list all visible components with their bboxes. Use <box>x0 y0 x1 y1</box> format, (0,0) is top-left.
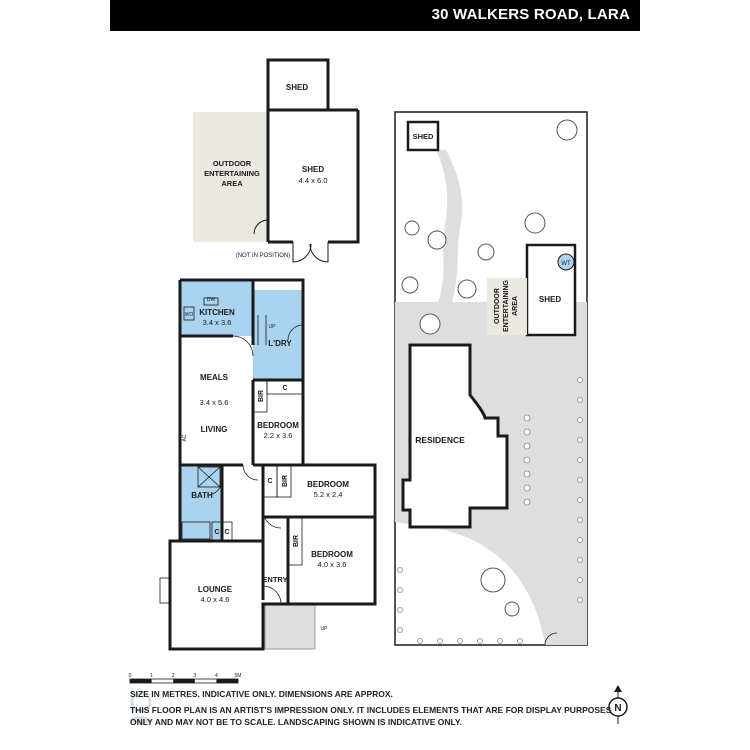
not-in-position-note: (NOT IN POSITION) <box>236 253 291 259</box>
dw-label: DW <box>207 297 216 303</box>
disclaimer: SIZE IN METRES. INDICATIVE ONLY. DIMENSI… <box>130 688 612 728</box>
entry-porch <box>264 603 316 650</box>
scale-tick-label: 3 <box>193 673 196 679</box>
disclaimer-line-2: THIS FLOOR PLAN IS AN ARTIST'S IMPRESSIO… <box>130 705 612 715</box>
site-outdoor-label-1: OUTDOOR <box>494 288 501 324</box>
wo-label: WO <box>185 312 194 318</box>
cupboard-label-1: C <box>282 385 287 392</box>
site-shed-a-label: SHED <box>413 132 434 141</box>
bedroom3-dim: 2.2 x 3.6 <box>264 431 293 440</box>
scale-bar <box>129 678 239 684</box>
bedroom2-label: BEDROOM <box>307 480 349 489</box>
site-outdoor-area <box>487 278 527 335</box>
scale-tick-label: 4 <box>215 673 218 679</box>
site-shed-b-label: SHED <box>539 295 561 304</box>
meals-dim: 3.4 x 5.6 <box>200 398 229 407</box>
address-title: 30 WALKERS ROAD, LARA <box>431 6 630 23</box>
water-tank-icon <box>557 253 575 271</box>
lounge-dim: 4.0 x 4.6 <box>201 595 230 604</box>
shed-main-dim: 4.4 x 6.0 <box>299 176 328 185</box>
outdoor-label-3: AREA <box>221 179 243 188</box>
header-bar: 30 WALKERS ROAD, LARA <box>110 0 640 31</box>
agency-watermark-logo <box>129 691 153 724</box>
bir-label-1: BIR <box>258 390 265 402</box>
ac-label: AC <box>182 434 188 441</box>
water-tank-label: WT <box>561 261 571 267</box>
meals-label: MEALS <box>200 373 229 382</box>
outdoor-area-fill <box>193 112 268 242</box>
disclaimer-line-3: ONLY AND MAY NOT BE TO SCALE. LANDSCAPIN… <box>130 717 463 727</box>
cupboard-label-2: C <box>267 478 272 485</box>
site-shed-a <box>406 120 440 152</box>
outdoor-label-1: OUTDOOR <box>213 159 252 168</box>
north-arrow-icon: N <box>608 685 628 724</box>
gate-arc <box>544 632 558 646</box>
bath-label: BATH <box>191 491 213 500</box>
garden-path <box>436 150 463 302</box>
living-label: LIVING <box>201 425 228 434</box>
bir-label-3: BIR <box>293 535 300 547</box>
scale-tick-label: 0 <box>129 673 132 679</box>
north-label: N <box>614 703 621 714</box>
outdoor-label-2: ENTERTAINING <box>204 169 260 178</box>
disclaimer-line-1: SIZE IN METRES. INDICATIVE ONLY. DIMENSI… <box>130 689 393 699</box>
bedroom3-label: BEDROOM <box>257 421 299 430</box>
residence-label: RESIDENCE <box>415 435 465 445</box>
cupboard-label-4: C <box>224 529 229 536</box>
lounge-label: LOUNGE <box>198 585 233 594</box>
wet-areas <box>180 280 303 541</box>
shed-small-label: SHED <box>286 83 308 92</box>
bir-label-2: BIR <box>282 475 289 487</box>
hedge-dots <box>397 377 583 644</box>
scale-tick-labels: 0 1 2 3 4 5M <box>129 673 242 679</box>
shed-walls <box>266 58 360 244</box>
scale-tick-label: 5M <box>235 673 242 679</box>
scale-tick-label: 2 <box>172 673 175 679</box>
residence <box>401 343 509 529</box>
site-outdoor-label-2: ENTERTAINING <box>503 279 510 332</box>
entry-label: ENTRY <box>262 575 287 584</box>
shed-door-arcs <box>253 219 329 263</box>
cupboard-label-3: C <box>214 529 219 536</box>
bedroom1-label: BEDROOM <box>311 550 353 559</box>
scale-tick-label: 1 <box>150 673 153 679</box>
kitchen-label: KITCHEN <box>199 308 235 317</box>
laundry-label: L'DRY <box>268 339 292 348</box>
porch-up-label: UP <box>321 626 329 632</box>
house-details <box>159 297 304 605</box>
kitchen-dim: 3.4 x 3.6 <box>203 318 232 327</box>
bedroom1-dim: 4.0 x 3.6 <box>318 560 347 569</box>
shed-main-label: SHED <box>302 165 324 174</box>
site-outdoor-label-3: AREA <box>512 296 519 316</box>
tree-icons <box>401 119 578 617</box>
bedroom2-dim: 5.2 x 2.4 <box>314 490 343 499</box>
laundry-up-label: UP <box>269 324 277 330</box>
